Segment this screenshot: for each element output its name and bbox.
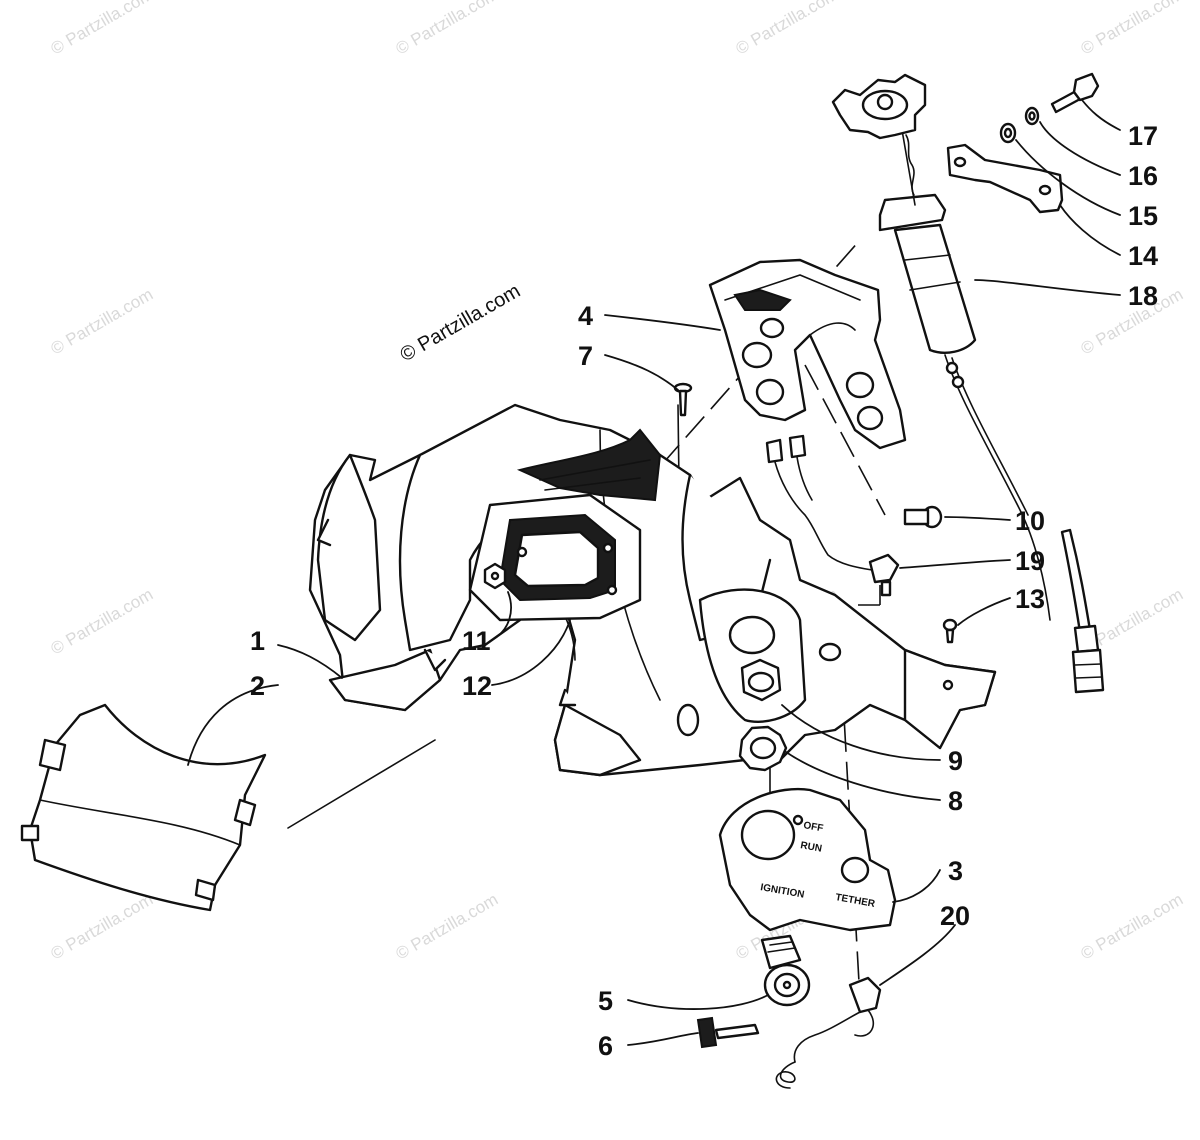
watermark: © Partzilla.com <box>48 890 157 964</box>
callout-6: 6 <box>598 1031 613 1061</box>
part-4-bracket <box>708 258 907 450</box>
callout-12: 12 <box>462 671 492 701</box>
plate-run-label: RUN <box>799 840 822 855</box>
part-19-harness <box>765 434 900 597</box>
callout-19: 19 <box>1015 546 1045 576</box>
callout-labels: 1 2 3 4 5 6 7 8 9 10 11 12 13 14 15 16 1… <box>250 121 1158 1061</box>
callout-13: 13 <box>1015 584 1045 614</box>
watermark: © Partzilla.com <box>48 585 157 659</box>
part-17-bolt <box>1050 72 1100 114</box>
watermark: © Partzilla.com <box>733 0 842 58</box>
callout-18: 18 <box>1128 281 1158 311</box>
partzilla-credit: © Partzilla.com <box>397 280 525 366</box>
watermark: © Partzilla.com <box>393 890 502 964</box>
part-18-cylinder <box>831 73 1105 694</box>
callout-16: 16 <box>1128 161 1158 191</box>
callout-2: 2 <box>250 671 265 701</box>
part-6-key <box>696 1016 760 1049</box>
callout-10: 10 <box>1015 506 1045 536</box>
callout-20: 20 <box>940 901 970 931</box>
part-3-decal-plate: OFF RUN IGNITION TETHER <box>718 787 897 932</box>
callout-8: 8 <box>948 786 963 816</box>
part-14-strap <box>946 143 1064 214</box>
part-2-cover <box>20 703 267 912</box>
callout-14: 14 <box>1128 241 1158 271</box>
part-10-bolt <box>903 505 943 529</box>
part-12-bezel <box>468 428 662 622</box>
callout-1: 1 <box>250 626 265 656</box>
part-11-nut <box>483 562 507 590</box>
part-16-washer <box>1024 106 1040 126</box>
plate-off-label: OFF <box>802 820 824 834</box>
part-15-washer <box>999 122 1017 144</box>
part-13-screw <box>942 618 958 644</box>
callout-5: 5 <box>598 986 613 1016</box>
watermark: © Partzilla.com <box>393 0 502 58</box>
leader-lines <box>187 99 1121 1046</box>
part-5-ignition-switch <box>760 934 811 1007</box>
part-8-lockwasher <box>738 725 788 772</box>
part-7-screw <box>673 382 693 417</box>
callout-4: 4 <box>578 301 593 331</box>
watermark: © Partzilla.com <box>1078 890 1187 964</box>
callout-7: 7 <box>578 341 593 371</box>
part-20-tether <box>775 976 882 1089</box>
callout-15: 15 <box>1128 201 1158 231</box>
callout-11: 11 <box>462 626 491 656</box>
part-1-console-housing <box>308 403 997 777</box>
callout-17: 17 <box>1128 121 1158 151</box>
callout-3: 3 <box>948 856 963 886</box>
part-9-nut <box>740 658 782 702</box>
watermark: © Partzilla.com <box>48 0 157 58</box>
watermark: © Partzilla.com <box>1078 0 1187 58</box>
callout-9: 9 <box>948 746 963 776</box>
watermark: © Partzilla.com <box>48 285 157 359</box>
